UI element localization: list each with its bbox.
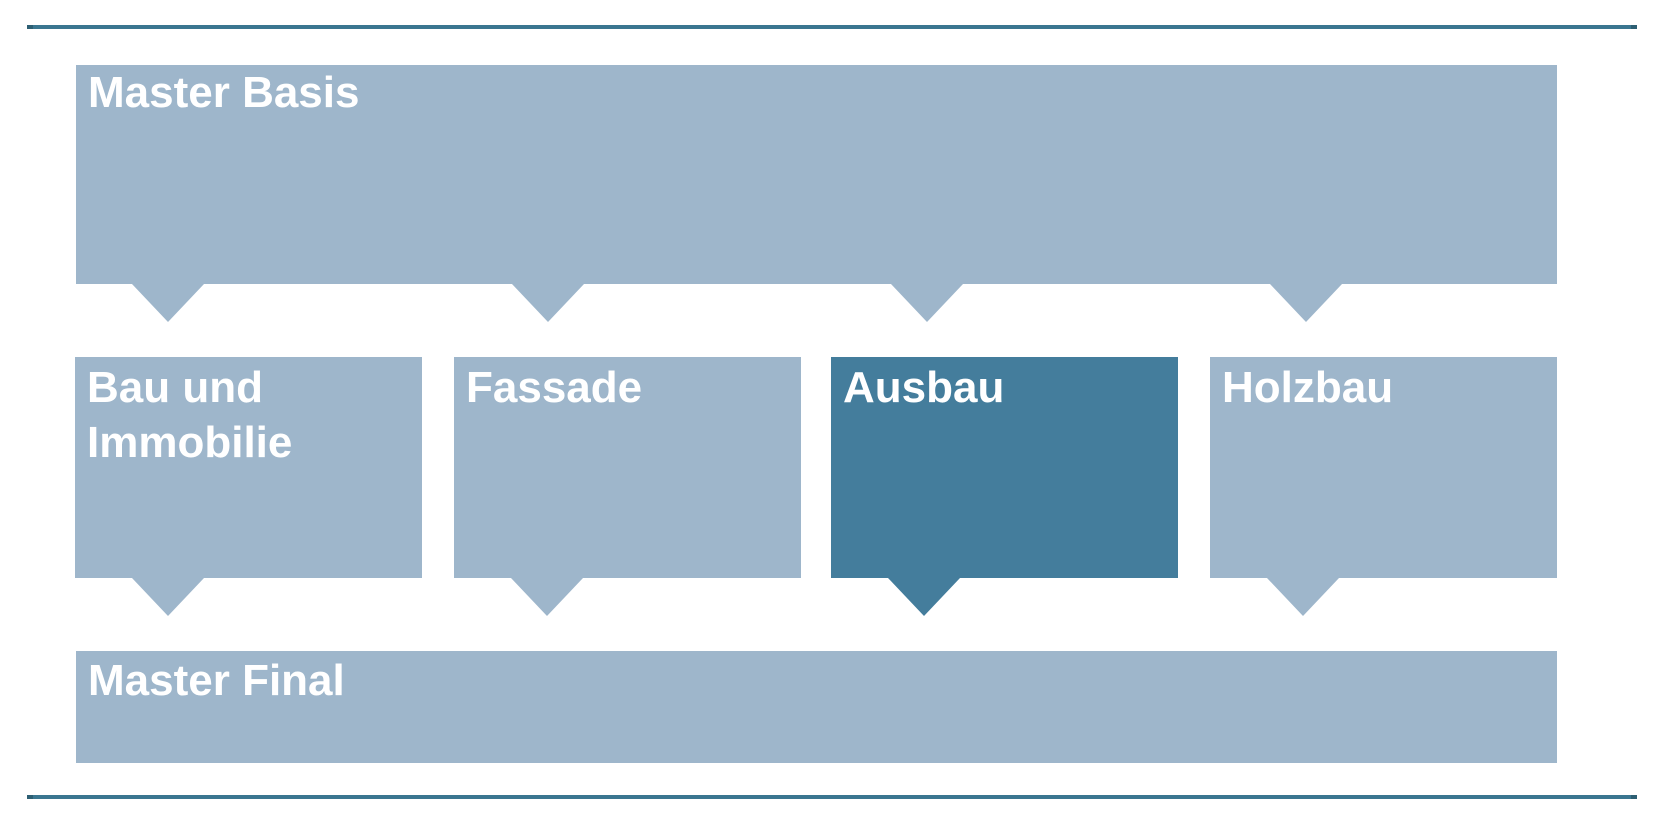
- bau-und-immobilie-box: Bau und Immobilie: [75, 357, 422, 616]
- divider-right-cap: [1631, 795, 1637, 799]
- connector-tail-down-icon: [1270, 284, 1342, 322]
- holzbau-box: Holzbau: [1210, 357, 1557, 616]
- connector-tail-down-icon: [891, 284, 963, 322]
- divider-left-cap: [27, 25, 33, 29]
- fassade-box: Fassade: [454, 357, 801, 616]
- connector-tail-down-icon: [1267, 578, 1339, 616]
- connector-tail-down-icon: [512, 284, 584, 322]
- holzbau-label: Holzbau: [1222, 363, 1394, 412]
- divider-left-cap: [27, 795, 33, 799]
- bottom-divider-line: [27, 795, 1637, 799]
- fassade-label: Fassade: [466, 363, 643, 412]
- top-divider-line: [27, 25, 1637, 29]
- connector-tail-down-icon: [888, 578, 960, 616]
- master-final-box: Master Final: [76, 651, 1557, 763]
- connector-tail-down-icon: [132, 578, 204, 616]
- ausbau-box-highlighted: Ausbau: [831, 357, 1178, 616]
- master-basis-box: Master Basis: [76, 65, 1557, 322]
- ausbau-label: Ausbau: [843, 363, 1005, 412]
- connector-tail-down-icon: [511, 578, 583, 616]
- master-basis-label: Master Basis: [88, 68, 360, 117]
- connector-tail-down-icon: [132, 284, 204, 322]
- divider-right-cap: [1631, 25, 1637, 29]
- bau-und-immobilie-label: Bau und Immobilie: [87, 363, 293, 467]
- master-final-label: Master Final: [88, 656, 345, 705]
